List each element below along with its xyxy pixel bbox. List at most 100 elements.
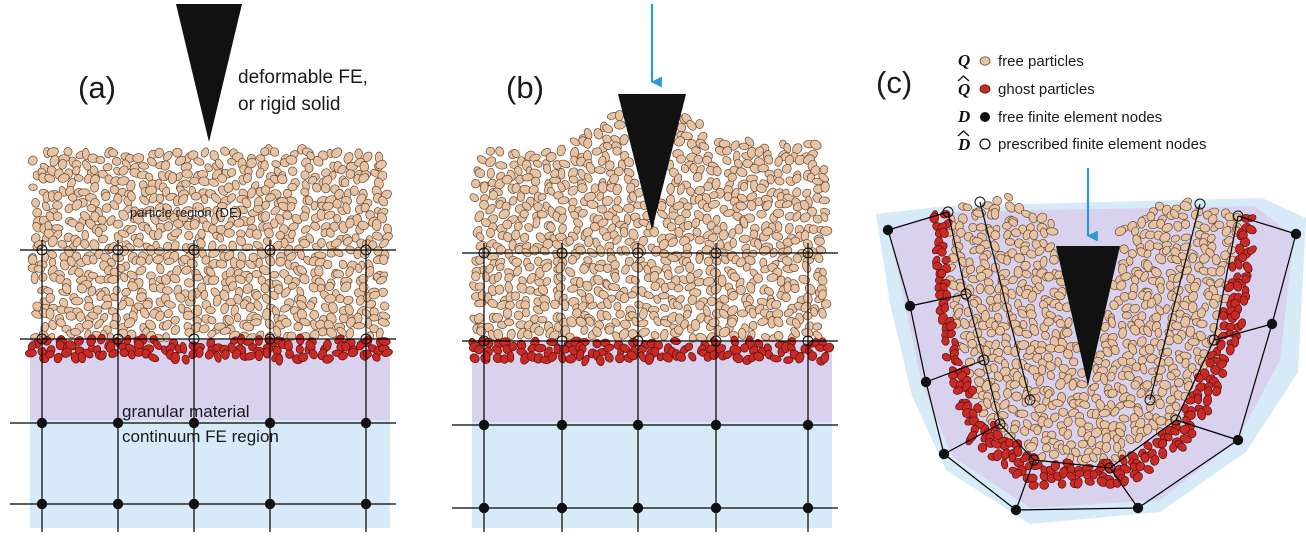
free-particle xyxy=(52,211,63,221)
free-particle xyxy=(736,167,748,178)
free-particle xyxy=(511,229,521,241)
free-particle xyxy=(97,215,107,225)
free-particle xyxy=(182,310,195,321)
free-particle xyxy=(200,290,209,300)
free-particle xyxy=(309,309,320,320)
free-particle xyxy=(565,236,574,246)
free-particle xyxy=(698,142,710,151)
ghost-particle xyxy=(347,347,359,358)
free-particle xyxy=(70,328,81,336)
free-particle xyxy=(354,263,363,274)
free-particle xyxy=(634,300,644,309)
free-particle xyxy=(757,164,769,173)
ghost-particle xyxy=(285,349,295,359)
free-particle xyxy=(182,206,193,214)
free-particle xyxy=(276,174,288,185)
free-particle xyxy=(379,254,389,265)
ghost-particle xyxy=(53,352,63,364)
free-particle xyxy=(71,199,82,211)
ghost-particle xyxy=(61,347,72,358)
panel-a-continuum-text-line2: continuum FE region xyxy=(122,427,279,446)
ghost-particle xyxy=(381,348,393,357)
free-particle xyxy=(781,164,792,174)
free-particle xyxy=(358,274,369,284)
free-particle xyxy=(245,302,255,312)
free-particle xyxy=(252,290,262,301)
legend-item-free-nodes: D free finite element nodes xyxy=(957,107,1162,126)
free-particle xyxy=(155,310,165,322)
free-particle xyxy=(727,172,737,182)
free-particle xyxy=(260,283,270,294)
free-particle xyxy=(219,327,231,335)
free-particle xyxy=(47,235,58,248)
free-particle xyxy=(658,292,670,300)
free-particle xyxy=(139,307,150,319)
free-particle xyxy=(784,222,794,234)
free-particle xyxy=(210,193,222,204)
free-particle xyxy=(275,231,285,240)
free-particle xyxy=(170,228,183,237)
free-particle xyxy=(613,196,622,206)
free-particle xyxy=(1048,449,1059,459)
free-particle xyxy=(253,300,263,311)
free-particle xyxy=(353,322,366,330)
free-particle xyxy=(711,177,721,190)
free-particle xyxy=(304,163,314,173)
free-particle xyxy=(990,207,1000,220)
free-particle xyxy=(1003,255,1011,266)
free-particle xyxy=(33,265,45,273)
free-particle xyxy=(619,134,629,146)
free-particle xyxy=(72,165,81,176)
free-particle xyxy=(354,148,363,160)
free-particle xyxy=(107,257,116,267)
free-particle xyxy=(685,272,695,284)
free-particle xyxy=(995,326,1005,336)
free-particle xyxy=(299,211,310,222)
free-particle xyxy=(260,211,271,222)
free-particle xyxy=(502,308,513,319)
free-particle xyxy=(312,182,322,193)
free-particle xyxy=(65,311,77,321)
free-particle xyxy=(360,202,370,213)
free-particle xyxy=(198,324,210,334)
free-particle xyxy=(300,187,310,197)
free-particle xyxy=(94,227,103,237)
legend-symbol-d-hat: D xyxy=(957,135,970,154)
free-node xyxy=(904,300,916,312)
free-particle xyxy=(317,237,326,248)
free-particle xyxy=(771,231,784,241)
free-particle xyxy=(200,147,210,158)
free-particle xyxy=(212,294,222,307)
free-particle xyxy=(80,239,90,249)
free-particle xyxy=(70,296,84,306)
free-particle xyxy=(245,272,253,283)
free-particle xyxy=(568,175,579,184)
free-particle xyxy=(223,228,235,238)
ghost-particle xyxy=(82,348,94,359)
free-particle xyxy=(486,167,495,179)
ghost-particle xyxy=(295,344,304,354)
free-particle xyxy=(613,120,626,130)
free-particle xyxy=(78,188,91,197)
free-particle xyxy=(591,147,602,156)
free-particle xyxy=(686,139,697,149)
panel-a-label: (a) xyxy=(78,70,116,105)
free-particle xyxy=(511,149,520,158)
free-particle xyxy=(368,240,378,250)
free-node xyxy=(478,502,490,514)
free-particle xyxy=(45,293,55,303)
free-particle xyxy=(351,233,360,243)
free-particle xyxy=(342,236,353,246)
free-particle xyxy=(45,307,55,320)
free-particle xyxy=(627,291,637,299)
free-particle xyxy=(192,202,204,213)
free-particle xyxy=(208,275,220,286)
free-particle xyxy=(308,175,318,185)
free-particle xyxy=(521,173,534,182)
free-particle xyxy=(1121,311,1132,320)
free-particle xyxy=(235,259,246,269)
free-particle xyxy=(75,311,86,322)
free-particle xyxy=(583,137,593,149)
free-particle xyxy=(585,162,596,174)
ghost-particle xyxy=(341,342,351,352)
